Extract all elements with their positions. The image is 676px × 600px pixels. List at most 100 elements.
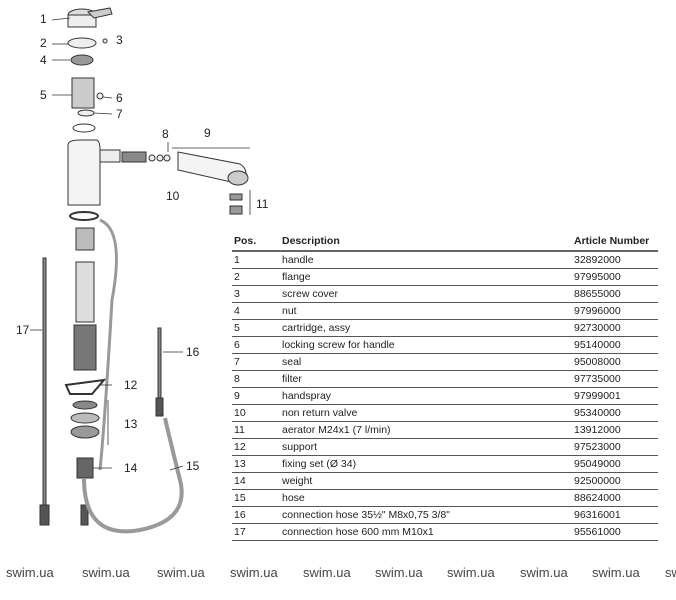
description-cell: locking screw for handle [280,336,572,354]
description-cell: connection hose 35½" M8x0,75 3/8" [280,506,572,524]
article-number-cell: 92500000 [572,472,658,490]
watermark-text: swim.ua [157,565,205,580]
pos-cell: 8 [232,370,280,388]
description-cell: screw cover [280,285,572,303]
col-description: Description [280,233,572,252]
description-cell: handspray [280,387,572,405]
pos-cell: 1 [232,251,280,269]
callout-16: 16 [186,345,200,359]
description-cell: fixing set (Ø 34) [280,455,572,473]
callout-1: 1 [40,12,47,26]
callout-5: 5 [40,88,47,102]
article-number-cell: 95049000 [572,455,658,473]
pos-cell: 5 [232,319,280,337]
pos-cell: 3 [232,285,280,303]
callout-9: 9 [204,126,211,140]
pos-cell: 17 [232,523,280,541]
description-cell: non return valve [280,404,572,422]
col-article-number: Article Number [572,233,658,252]
article-number-cell: 13912000 [572,421,658,439]
description-cell: seal [280,353,572,371]
description-cell: filter [280,370,572,388]
col-pos: Pos. [232,233,280,252]
watermark-text: swim.ua [447,565,495,580]
article-number-cell: 95561000 [572,523,658,541]
description-cell: weight [280,472,572,490]
pos-cell: 16 [232,506,280,524]
article-number-cell: 96316001 [572,506,658,524]
pos-cell: 6 [232,336,280,354]
callout-13: 13 [124,417,138,431]
description-cell: connection hose 600 mm M10x1 [280,523,572,541]
callout-15: 15 [186,459,200,473]
pos-cell: 10 [232,404,280,422]
callout-10: 10 [166,189,180,203]
callout-2: 2 [40,36,47,50]
article-number-cell: 95008000 [572,353,658,371]
callout-4: 4 [40,53,47,67]
pos-cell: 7 [232,353,280,371]
article-number-cell: 97735000 [572,370,658,388]
pos-cell: 13 [232,455,280,473]
pos-cell: 2 [232,268,280,286]
exploded-view-drawing [30,7,251,534]
callout-6: 6 [116,91,123,105]
pos-cell: 9 [232,387,280,405]
pos-cell: 4 [232,302,280,320]
article-number-cell: 92730000 [572,319,658,337]
callout-12: 12 [124,378,138,392]
description-cell: cartridge, assy [280,319,572,337]
watermark-text: swim.ua [592,565,640,580]
callout-7: 7 [116,107,123,121]
article-number-cell: 95340000 [572,404,658,422]
article-number-cell: 88655000 [572,285,658,303]
article-number-cell: 32892000 [572,251,658,269]
description-cell: handle [280,251,572,269]
pos-cell: 14 [232,472,280,490]
description-cell: hose [280,489,572,507]
description-cell: aerator M24x1 (7 l/min) [280,421,572,439]
article-number-cell: 95140000 [572,336,658,354]
callout-11: 11 [256,197,269,211]
watermark-text: swim.ua [230,565,278,580]
watermark-text: swim.ua [520,565,568,580]
article-number-cell: 97523000 [572,438,658,456]
watermark-text: swim.ua [375,565,423,580]
callout-17: 17 [16,323,30,337]
callout-8: 8 [162,127,169,141]
watermark-text: swim.ua [6,565,54,580]
callout-3: 3 [116,33,123,47]
watermark-text: swim.ua [665,565,676,580]
article-number-cell: 88624000 [572,489,658,507]
watermark-text: swim.ua [82,565,130,580]
description-cell: support [280,438,572,456]
watermark-text: swim.ua [303,565,351,580]
callout-14: 14 [124,461,138,475]
pos-cell: 12 [232,438,280,456]
article-number-cell: 97999001 [572,387,658,405]
pos-cell: 11 [232,421,280,439]
article-number-cell: 97995000 [572,268,658,286]
article-number-cell: 97996000 [572,302,658,320]
description-cell: nut [280,302,572,320]
description-cell: flange [280,268,572,286]
pos-cell: 15 [232,489,280,507]
